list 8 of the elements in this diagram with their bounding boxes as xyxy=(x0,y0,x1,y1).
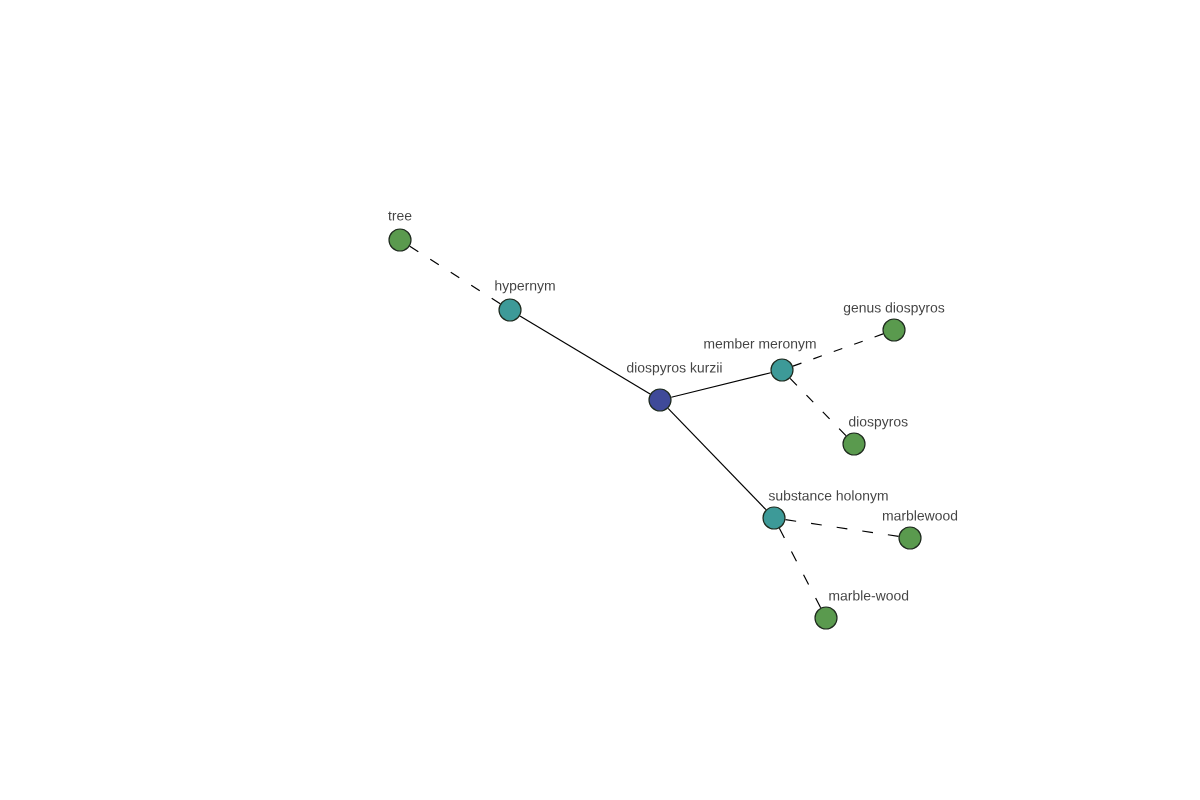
connector-line xyxy=(519,315,651,395)
connector-line xyxy=(667,407,767,511)
connector-line xyxy=(789,377,847,437)
connector-line xyxy=(792,333,884,367)
connector-line xyxy=(784,519,900,537)
connector-line xyxy=(409,245,501,305)
connector-line xyxy=(670,372,772,398)
connector-line xyxy=(778,527,822,609)
